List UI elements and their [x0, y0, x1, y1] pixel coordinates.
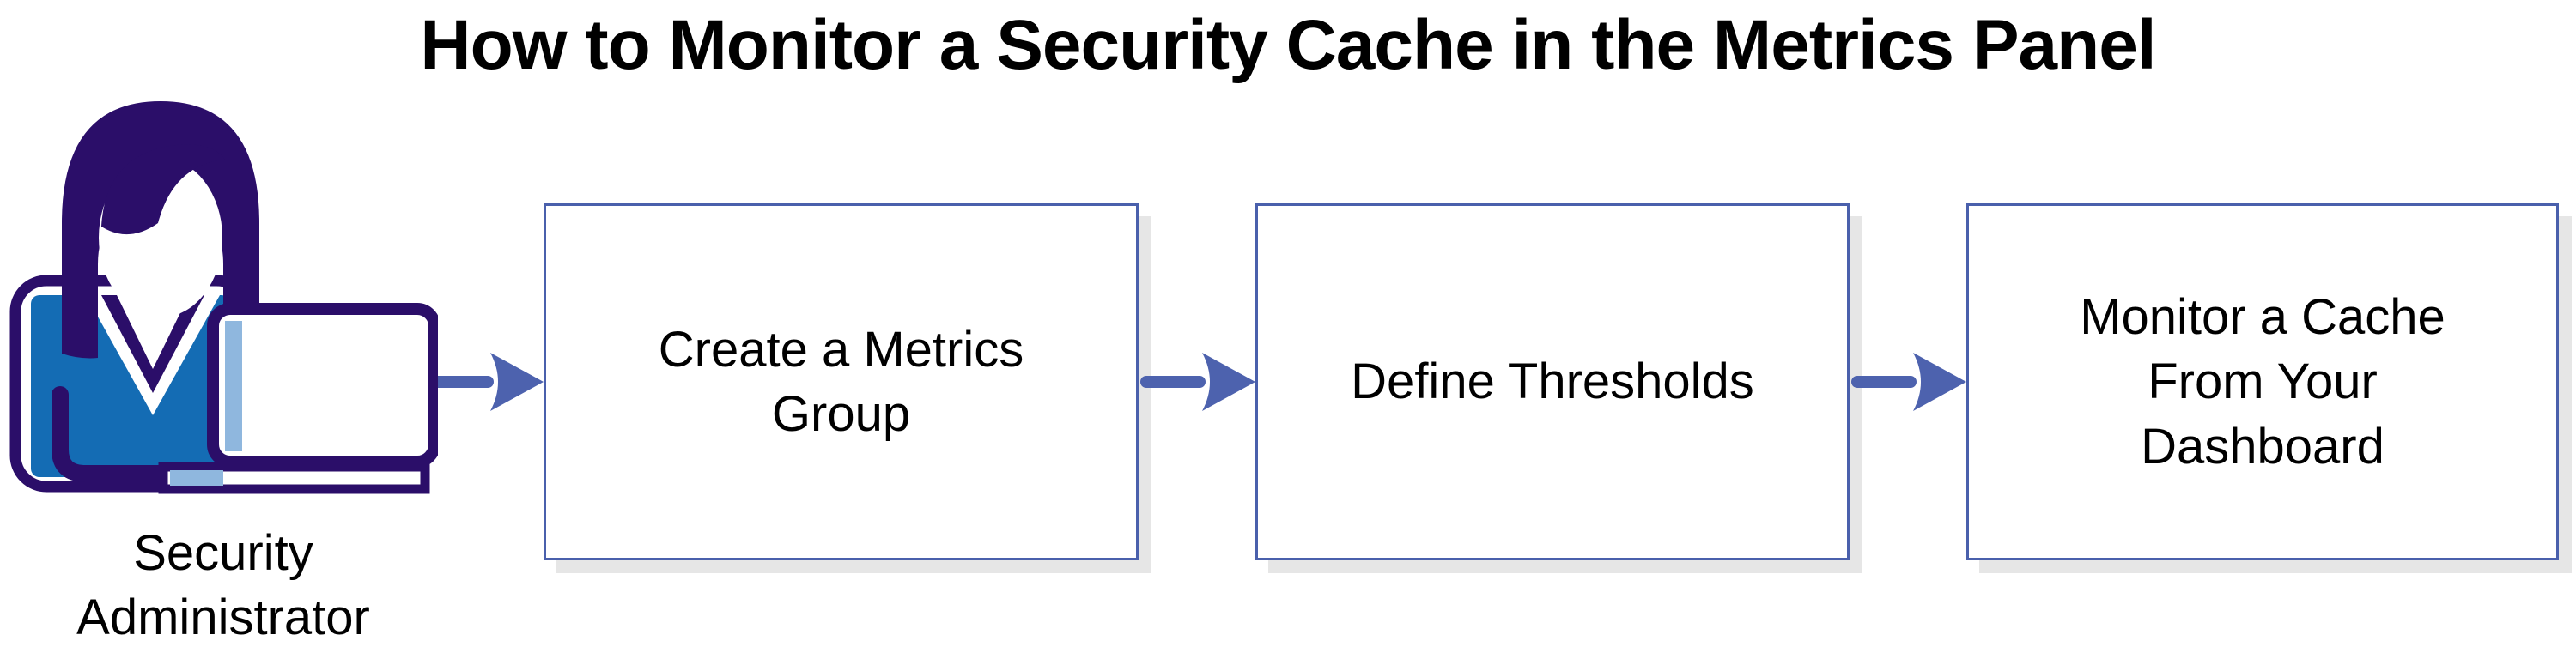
hair-shape: [62, 101, 259, 359]
arm-shape: [52, 386, 222, 482]
laptop-shape: [158, 303, 438, 494]
step-box-define-thresholds: Define Thresholds: [1255, 203, 1850, 560]
step-box-monitor-cache-dashboard: Monitor a Cache From Your Dashboard: [1966, 203, 2559, 560]
step-label-1: Create a Metrics Group: [658, 321, 1024, 442]
flow-arrow-icon: [1851, 353, 1966, 411]
woman-at-laptop-icon: [9, 101, 438, 494]
actor-security-administrator: Security Administrator: [9, 96, 438, 650]
step-label-2: Define Thresholds: [1351, 354, 1754, 410]
step-box-create-metrics-group: Create a Metrics Group: [544, 203, 1139, 560]
flow-arrow-icon: [1140, 353, 1255, 411]
fringe-shape: [101, 144, 225, 235]
actor-label: Security Administrator: [76, 525, 370, 646]
step-label-3: Monitor a Cache From Your Dashboard: [2080, 288, 2445, 475]
page-title: How to Monitor a Security Cache in the M…: [420, 6, 2156, 84]
flow-arrow-icon: [428, 353, 544, 411]
